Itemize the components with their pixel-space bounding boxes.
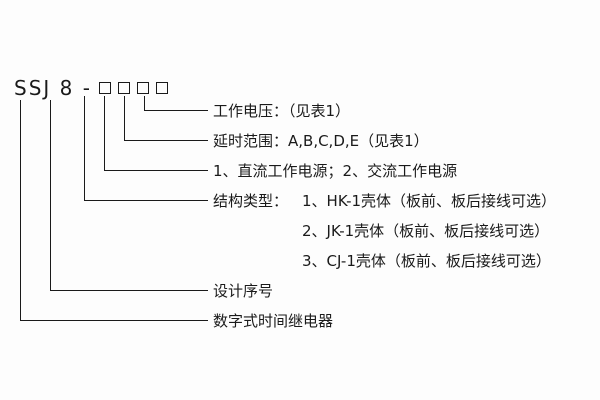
label-design-serial: 设计序号 — [213, 282, 274, 300]
placeholder-box-4 — [155, 82, 168, 94]
label-power-supply: 1、直流工作电源；2、交流工作电源 — [213, 162, 458, 180]
label-structure-type-option-2: 2、JK-1壳体（板前、板后接线可选） — [302, 222, 550, 240]
placeholder-box-1 — [98, 82, 111, 94]
connector-working-voltage — [144, 96, 208, 111]
connector-product-name — [20, 100, 208, 321]
label-structure-type-option-1: 1、HK-1壳体（板前、板后接线可选） — [302, 192, 557, 210]
label-structure-type-title: 结构类型： — [213, 192, 289, 210]
connector-delay-range — [124, 96, 208, 141]
placeholder-box-3 — [136, 82, 149, 94]
model-code-row: SSJ 8 - — [14, 76, 168, 100]
connector-power-supply — [104, 96, 208, 171]
connector-design-serial — [50, 100, 208, 291]
model-prefix-text: SSJ 8 - — [14, 76, 92, 100]
connector-structure-type — [84, 96, 208, 201]
label-product-name: 数字式时间继电器 — [213, 312, 334, 330]
label-structure-type-option-3: 3、CJ-1壳体（板前、板后接线可选） — [302, 252, 551, 270]
label-delay-range: 延时范围：A,B,C,D,E（见表1） — [213, 132, 429, 150]
label-working-voltage: 工作电压：（见表1） — [213, 102, 351, 120]
placeholder-box-2 — [117, 82, 130, 94]
